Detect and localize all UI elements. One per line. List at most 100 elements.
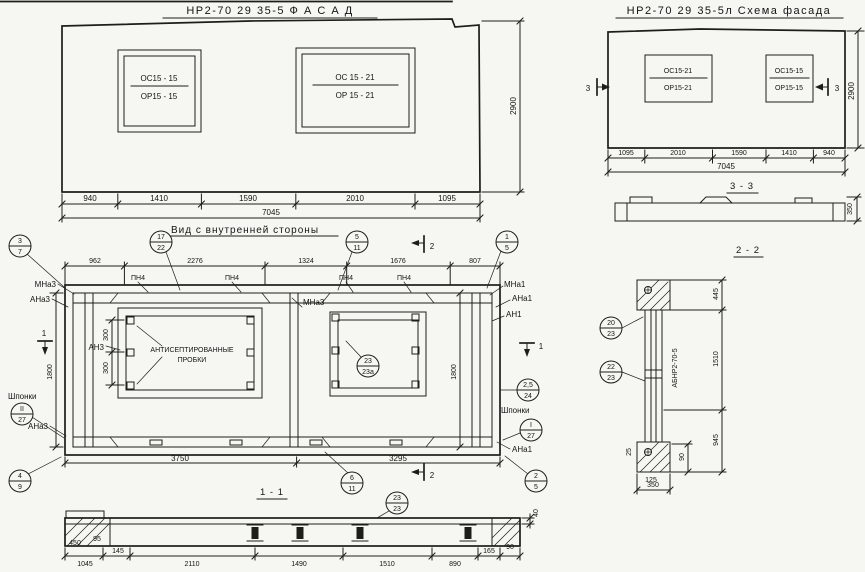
inner-key-blocks bbox=[149, 439, 403, 446]
inner-callout-3-7: 3 7 bbox=[8, 234, 32, 258]
callout-top: 2 bbox=[534, 473, 538, 480]
section11-dim-890: 890 bbox=[449, 561, 461, 568]
inner-dim-300-bottom: 300 bbox=[103, 362, 110, 374]
inner-plugs-note-line2: ПРОБКИ bbox=[178, 357, 207, 364]
inner-callout-I-27: I 27 bbox=[519, 418, 543, 442]
scheme-window1 bbox=[644, 54, 713, 103]
callout-bottom: 5 bbox=[534, 484, 538, 491]
scheme-dim-total: 7045 bbox=[717, 162, 735, 171]
inner-label-ana3-bottom: АНа3 bbox=[28, 422, 49, 431]
inner-dim-1324: 1324 bbox=[298, 258, 314, 265]
inner-dim-2276: 2276 bbox=[187, 258, 203, 265]
section11-dim-2110: 2110 bbox=[184, 561, 199, 568]
inner-bottom-dim-line bbox=[61, 456, 504, 468]
callout-bottom: 27 bbox=[18, 417, 26, 424]
section22-dim-90: 90 bbox=[679, 453, 686, 461]
section22-350-dim bbox=[633, 473, 674, 495]
section22-callout-20-23: 20 23 bbox=[599, 316, 644, 340]
section33-height-dim bbox=[846, 193, 862, 225]
inner-label-ana1-bottom: АНа1 bbox=[512, 445, 533, 454]
scheme-title: НР2-70 29 35-5л Схема фасада bbox=[627, 5, 832, 17]
inner-top-dim-ticks bbox=[61, 262, 504, 270]
inner-label-an3: АН3 bbox=[88, 343, 104, 352]
inner-top-dim-line bbox=[64, 261, 501, 286]
flag-number: 2 bbox=[430, 242, 435, 251]
flag-arrowhead bbox=[602, 83, 610, 91]
callout-top: 17 bbox=[157, 234, 165, 241]
callout-bottom: 7 bbox=[18, 249, 22, 256]
inner-section-flag-2-bottom: 2 bbox=[411, 463, 435, 481]
section11-dim-1045: 1045 bbox=[77, 561, 93, 568]
section22-view: 2 - 2 20 23 22 23 АБНР2-70-5 bbox=[599, 245, 764, 495]
facade-window-label-dividers bbox=[130, 84, 399, 87]
inner-callout-2-5: 2 5 bbox=[524, 469, 548, 493]
callout-top: 4 bbox=[18, 473, 22, 480]
facade-dim-1590: 1590 bbox=[239, 194, 257, 203]
scheme-section-flag-right: 3 bbox=[815, 78, 840, 96]
callout-bottom: 27 bbox=[527, 433, 535, 440]
section22-panel-mark: АБНР2-70-5 bbox=[672, 348, 679, 387]
flag-number: 3 bbox=[586, 84, 591, 93]
flag-arrowhead bbox=[411, 240, 419, 246]
inner-dim-3295: 3295 bbox=[389, 454, 407, 463]
inner-dim-962: 962 bbox=[89, 258, 101, 265]
scheme-dimension-lines bbox=[607, 30, 859, 173]
inner-window1-outer bbox=[117, 307, 263, 399]
facade-dim-1410: 1410 bbox=[150, 194, 168, 203]
scheme-dimension-ticks bbox=[604, 27, 862, 176]
facade-window2-mark-bottom: ОР 15 - 21 bbox=[336, 91, 375, 100]
flag-arrowhead bbox=[524, 349, 530, 357]
inner-label-mna1: МНа1 bbox=[504, 280, 526, 289]
section22-dim-125: 125 bbox=[645, 477, 657, 484]
inner-callout-23-23a: 23 23а bbox=[356, 354, 380, 378]
inner-dim-3750: 3750 bbox=[171, 454, 189, 463]
inner-300-dims bbox=[105, 316, 125, 389]
facade-dim-height: 2900 bbox=[509, 97, 518, 115]
facade-dimension-ticks bbox=[58, 17, 524, 222]
flag-arrowhead bbox=[42, 347, 48, 355]
scheme-extension-lines bbox=[607, 30, 865, 177]
facade-window1-mark-top: ОС15 - 15 bbox=[141, 74, 178, 83]
bolt-cross bbox=[644, 286, 652, 294]
inner-dim-300-top: 300 bbox=[103, 329, 110, 341]
section11-beam-flanges bbox=[246, 524, 477, 542]
callout-top: 22 bbox=[607, 364, 615, 371]
section11-dim-40: 40 bbox=[533, 509, 540, 517]
section22-right-dim-line bbox=[663, 279, 727, 473]
inner-plugs-note-line1: АНТИСЕПТИРОВАННЫЕ bbox=[150, 347, 233, 354]
inner-label-shponki-left: Шпонки bbox=[8, 392, 37, 401]
section22-bolt-top bbox=[644, 286, 652, 294]
section11-title: 1 - 1 bbox=[260, 487, 284, 498]
scheme-view: НР2-70 29 35-5л Схема фасада ОС15-21 ОР1… bbox=[586, 5, 865, 225]
callout-bottom: 24 bbox=[524, 393, 532, 400]
callout-bottom: 23а bbox=[362, 369, 374, 376]
section11-strip-details bbox=[64, 510, 521, 547]
inner-right-height-dim bbox=[454, 289, 493, 451]
inner-label-mna3-left: МНа3 bbox=[35, 280, 57, 289]
inner-callout-25-24: 2,5 24 bbox=[516, 378, 540, 402]
inner-callout-II-27: II 27 bbox=[10, 402, 34, 426]
section33-profile bbox=[614, 196, 846, 222]
scheme-dim-1410: 1410 bbox=[781, 150, 797, 157]
section22-dim-350: 350 bbox=[647, 482, 659, 489]
inner-dim-1676: 1676 bbox=[390, 258, 406, 265]
inner-dim-807: 807 bbox=[469, 258, 481, 265]
section11-dim-95: 95 bbox=[93, 536, 101, 543]
section22-title: 2 - 2 bbox=[736, 245, 760, 256]
inner-callout-1-5: 1 5 bbox=[495, 230, 519, 254]
callout-top: I bbox=[530, 422, 532, 429]
scheme-dim-940: 940 bbox=[823, 150, 835, 157]
callout-top: 2,5 bbox=[523, 382, 533, 389]
inner-joint-marks bbox=[109, 292, 435, 448]
inner-title: Вид с внутренней стороны bbox=[171, 225, 319, 236]
facade-dim-2010: 2010 bbox=[346, 194, 364, 203]
section22-dim-945: 945 bbox=[713, 434, 720, 446]
facade-window2-outer bbox=[295, 47, 416, 134]
facade-window1-inner bbox=[123, 55, 196, 127]
scheme-window2 bbox=[765, 54, 814, 103]
flag-number: 3 bbox=[835, 84, 840, 93]
inner-label-shponki-right: Шпонки bbox=[501, 406, 530, 415]
section22-right-dim-ticks bbox=[718, 276, 726, 476]
scheme-dim-2010: 2010 bbox=[670, 150, 686, 157]
